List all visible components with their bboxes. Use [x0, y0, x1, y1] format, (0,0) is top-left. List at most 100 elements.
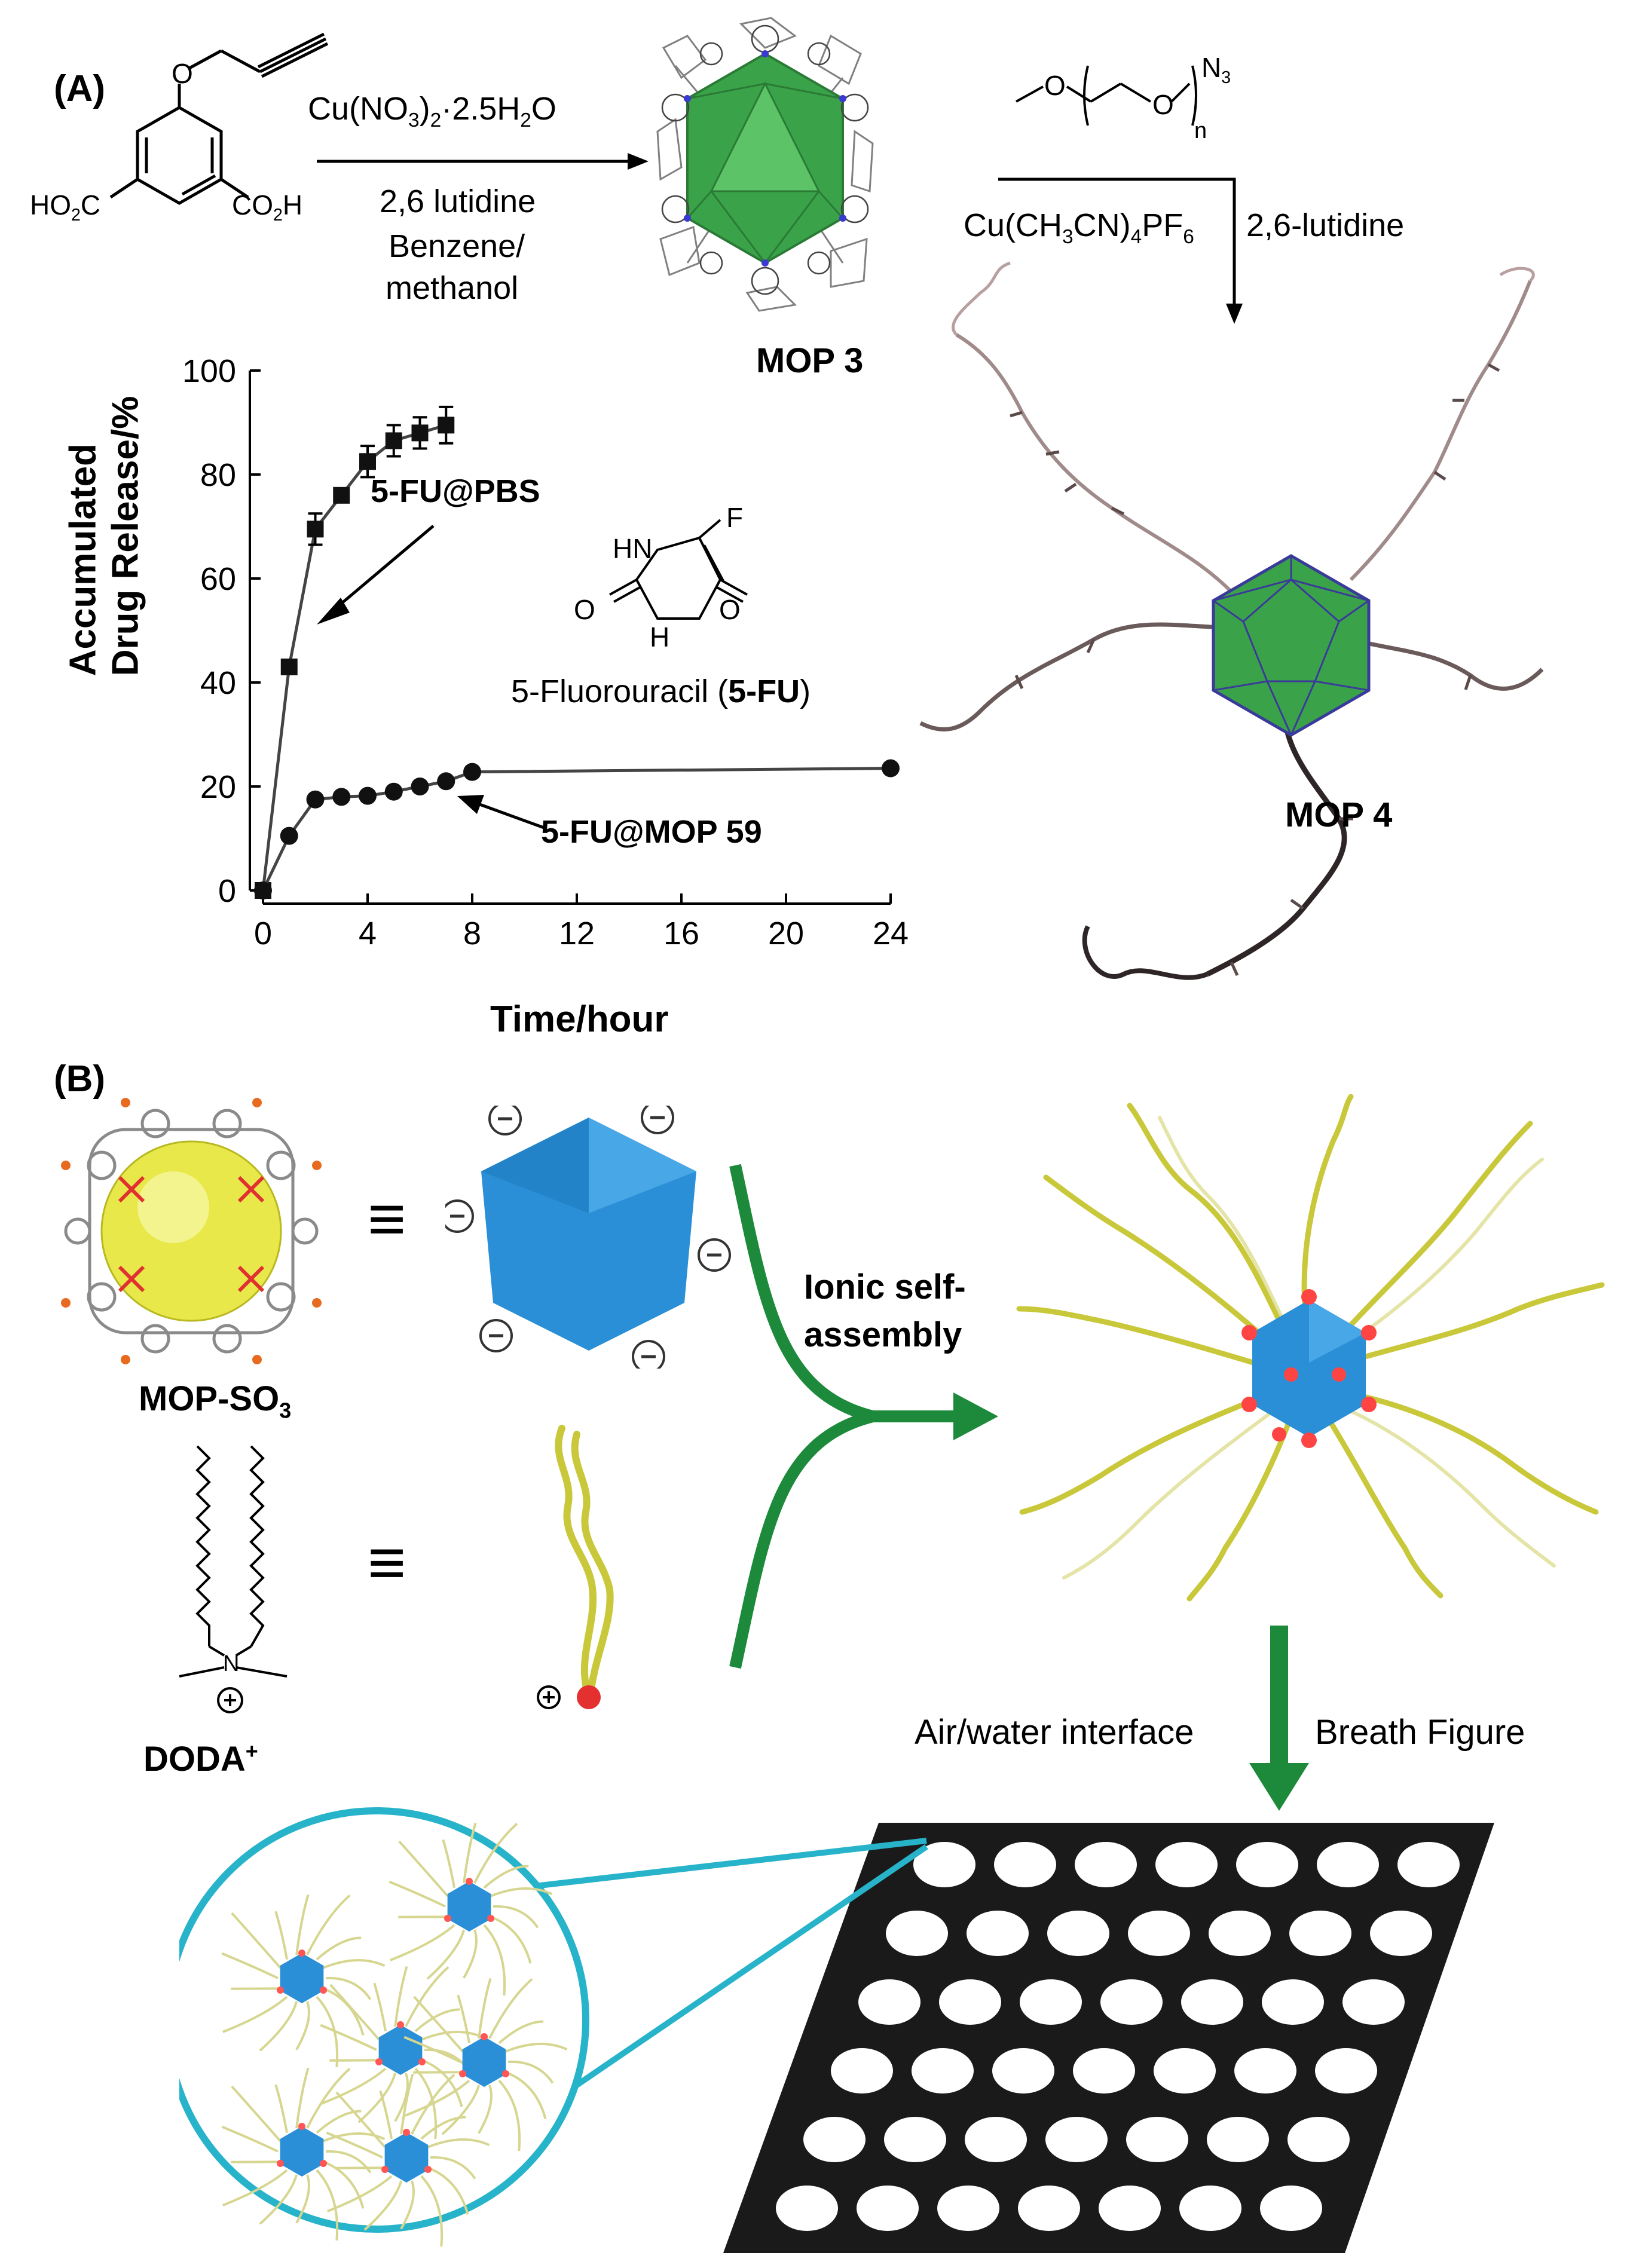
mini-chain	[404, 2079, 470, 2117]
mini-chain	[414, 2008, 460, 2033]
mini-charge	[277, 2160, 284, 2167]
mini-chain	[222, 1995, 288, 2033]
peg-azide-group: N3	[1201, 52, 1231, 88]
equivalent-symbol-2: ≡	[368, 1526, 406, 1599]
data-point-square	[307, 521, 324, 538]
mini-chain	[316, 2110, 362, 2134]
doda-label: DODA+	[143, 1739, 258, 1779]
mini-charge	[466, 1878, 473, 1885]
mini-chain	[295, 1894, 310, 1955]
film-pore	[1370, 1911, 1432, 1956]
mini-charge	[320, 2160, 327, 2167]
mini-chain	[306, 1894, 351, 1955]
chart-series	[254, 405, 900, 899]
mini-chain	[430, 2156, 476, 2180]
film-pore	[858, 1979, 920, 2025]
x-tick-label: 12	[559, 916, 595, 951]
mini-chain	[323, 2160, 365, 2209]
mini-chain	[413, 1995, 464, 2052]
film-pore	[1260, 2186, 1322, 2231]
mini-chain	[295, 2174, 310, 2224]
series-label-pbs: 5-FU@PBS	[371, 473, 540, 509]
mop-so3-label: MOP-SO3	[139, 1379, 292, 1423]
film-pore	[1154, 2048, 1216, 2093]
mini-chain	[326, 2175, 393, 2212]
mini-chain	[488, 1978, 533, 2039]
film-pore	[912, 2048, 974, 2093]
mini-charge	[320, 1987, 327, 1994]
data-point-circle	[437, 772, 455, 791]
data-point-circle	[411, 778, 429, 795]
panel-a-label: (A)	[54, 68, 106, 109]
film-pore	[1099, 2186, 1161, 2231]
mini-chain	[316, 1995, 339, 2068]
mini-charge	[298, 1949, 305, 1957]
y-tick-label: 40	[200, 665, 236, 701]
film-pore	[1207, 2117, 1269, 2162]
data-point-circle	[306, 790, 325, 809]
peg-oxygen-1: O	[1044, 70, 1066, 101]
mini-chain	[398, 1840, 449, 1897]
mini-chain	[323, 2132, 386, 2142]
film-pore	[1289, 1911, 1351, 1956]
mini-chain	[498, 2020, 544, 2044]
film-pore	[1018, 2186, 1080, 2231]
mini-chain	[306, 2068, 351, 2129]
mini-chain	[379, 2090, 393, 2140]
linker-left-acid: HO2C	[30, 189, 101, 225]
mini-chain	[320, 2024, 377, 2051]
mini-charge	[298, 2123, 305, 2130]
fu-nh-atom: HN	[613, 533, 653, 564]
equivalent-symbol-1: ≡	[368, 1182, 406, 1256]
mini-chain	[463, 1929, 478, 1979]
mop3-structure	[656, 17, 874, 312]
mini-chain	[274, 2084, 289, 2134]
film-pore	[1181, 1979, 1243, 2025]
mini-charge	[502, 2070, 509, 2077]
mini-chain	[421, 2031, 484, 2041]
mini-chain	[478, 1978, 492, 2039]
y-tick-label: 0	[218, 873, 236, 909]
mini-chain	[505, 2071, 547, 2119]
mini-chain	[421, 2059, 463, 2107]
film-pore	[1209, 1911, 1271, 1956]
ionic-assembly-label-1: Ionic self-	[804, 1268, 966, 1306]
mini-chain	[320, 2067, 387, 2105]
reagent-solvent-2: methanol	[386, 270, 519, 306]
film-pore	[965, 2117, 1027, 2162]
mini-chain	[222, 2169, 288, 2206]
data-point-circle	[254, 882, 272, 899]
mini-chain	[427, 2138, 490, 2148]
mini-chain	[463, 1822, 477, 1884]
film-pore	[992, 2048, 1054, 2093]
film-pore	[1128, 1911, 1190, 1956]
mini-chain	[221, 2125, 279, 2153]
mini-chain	[473, 1823, 518, 1884]
mini-chain	[498, 2079, 521, 2151]
y-axis-label: Accumulated Drug Release/%	[62, 396, 146, 677]
surfactant-chain-model	[537, 1425, 614, 1709]
film-pore	[967, 1911, 1029, 1956]
mini-chain	[442, 1839, 456, 1889]
mop4-label: MOP 4	[1285, 795, 1393, 834]
linker-structure	[109, 32, 329, 205]
mini-charge	[424, 2166, 432, 2173]
mini-chain	[400, 2073, 414, 2135]
air-water-label: Air/water interface	[915, 1713, 1194, 1752]
data-point-square	[333, 486, 350, 504]
fluorouracil-structure	[609, 519, 748, 620]
breath-figure-label: Breath Figure	[1315, 1713, 1525, 1752]
mini-charge	[459, 2070, 466, 2077]
data-point-circle	[463, 763, 481, 781]
x-tick-label: 4	[359, 916, 377, 951]
mini-chain	[478, 2085, 493, 2134]
series-pointer-arrow-mop	[457, 795, 545, 830]
fu-hydrogen: H	[650, 622, 670, 653]
mini-charge	[375, 2058, 383, 2065]
mini-charge	[418, 2058, 426, 2065]
ionic-assembly-label-2: assembly	[804, 1315, 962, 1354]
mini-chain	[483, 1924, 506, 1996]
mini-chain	[295, 2067, 310, 2129]
x-tick-label: 8	[463, 916, 481, 951]
